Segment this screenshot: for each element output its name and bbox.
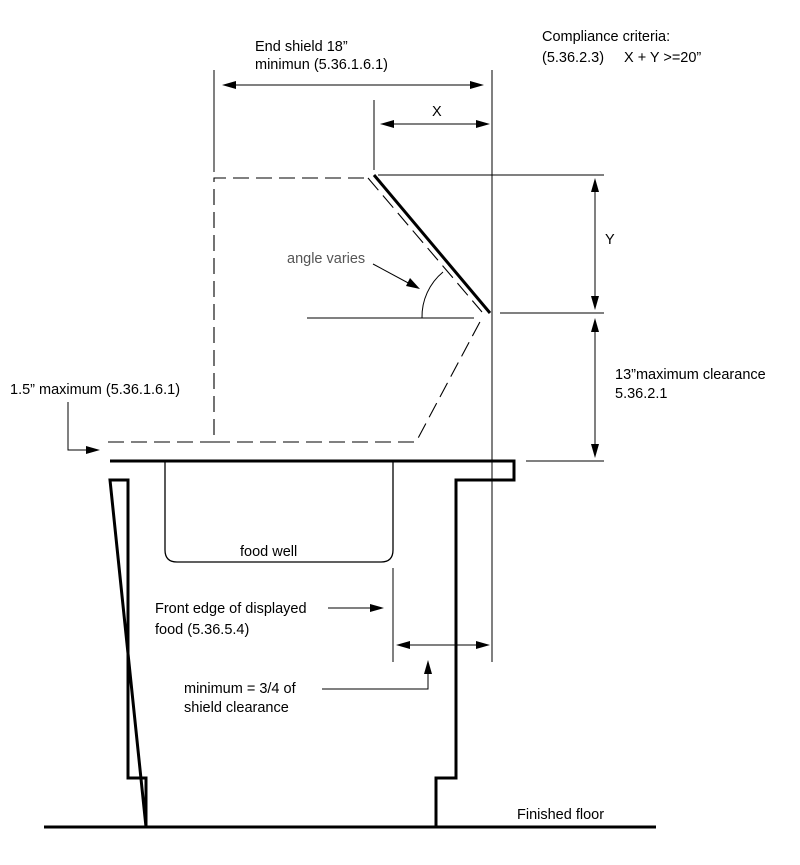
angle-label: angle varies [287,251,365,267]
compliance-ref: (5.36.2.3) [542,50,604,66]
food-well-outline [164,461,394,563]
front-edge-label-line1: Front edge of displayed [155,601,307,617]
front-edge-label-line2: food (5.36.5.4) [155,622,249,638]
dashed-end-shield-outline [213,177,483,443]
angle-leader-line [372,263,413,286]
y-arrow-bottom [591,296,599,310]
min-3-4-label-line1: minimum = 3/4 of [184,681,297,697]
end-shield-label-line1: End shield 18” [255,39,348,55]
clearance-arrow-top [591,318,599,332]
max-clearance-label-line1: 13”maximum clearance [615,367,766,383]
sneeze-guard-shield [372,174,492,314]
counter-body-outline [108,459,516,828]
angle-arc [421,271,444,319]
x-arrow-right [476,120,490,128]
max-1-5-label: 1.5” maximum (5.36.1.6.1) [10,382,180,398]
end-shield-label-line2: minimun (5.36.1.6.1) [255,57,388,73]
angle-leader-arrow [406,278,420,289]
food-well-label: food well [240,544,297,560]
end-shield-arrow-right [470,81,484,89]
max-1-5-leader [67,402,92,451]
x-label: X [432,104,442,120]
compliance-formula: X + Y >=20” [624,50,701,66]
y-arrow-top [591,178,599,192]
front-edge-leader-arrow [370,604,384,612]
min-3-4-label-line2: shield clearance [184,700,289,716]
dashed-shield-projection [367,177,483,313]
three-quarter-leader-arrow [424,660,432,674]
three-quarter-leader [322,668,429,690]
y-label: Y [605,232,615,248]
three-quarter-arrow-left [396,641,410,649]
finished-floor-label: Finished floor [517,807,604,823]
clearance-arrow-bottom [591,444,599,458]
max-1-5-arrow [86,446,100,454]
x-arrow-left [380,120,394,128]
three-quarter-arrow-right [476,641,490,649]
max-clearance-label-line2: 5.36.2.1 [615,386,667,402]
end-shield-arrow-left [222,81,236,89]
compliance-title: Compliance criteria: [542,29,670,45]
